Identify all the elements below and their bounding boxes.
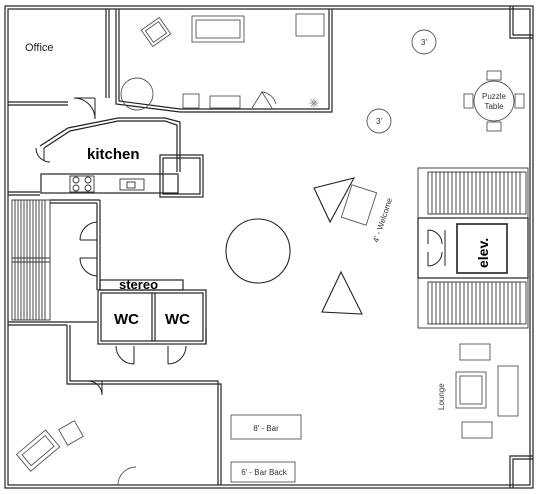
puzzle-table-label-1: Puzzle — [482, 92, 507, 101]
office-door — [73, 97, 96, 120]
welcome-table-label: 4' - Welcome — [371, 196, 394, 243]
lower-doors — [87, 345, 187, 396]
lounge-label: Lounge — [437, 383, 446, 410]
lower-room-walls — [66, 325, 222, 485]
elevator-doors — [427, 229, 446, 267]
large-round-table — [225, 218, 291, 284]
round-table-mid-label: 3' — [376, 117, 382, 126]
puzzle-table-label-2: Table — [484, 102, 504, 111]
upper-room-walls — [115, 9, 333, 113]
bar-back-table — [230, 461, 296, 483]
corridor-door — [79, 221, 98, 277]
welcome-table — [340, 184, 378, 226]
kitchen-door — [35, 147, 51, 163]
round-table-top-label: 3' — [421, 38, 427, 47]
wc-block-walls — [97, 279, 207, 345]
round-table-top — [411, 29, 437, 55]
wc-right-label: WC — [165, 311, 190, 328]
sun-icon — [309, 98, 319, 108]
office-walls — [8, 9, 110, 196]
elevator-shaft — [417, 217, 529, 279]
puzzle-table — [463, 70, 525, 132]
triangle-table-top — [313, 177, 356, 224]
stereo-label: stereo — [119, 277, 158, 292]
kitchen-label: kitchen — [87, 146, 140, 163]
upper-room-furniture — [120, 13, 325, 111]
left-staircase — [11, 199, 51, 321]
bar-table — [230, 414, 302, 440]
bar-table-label: 8' - Bar — [253, 424, 279, 433]
round-table-mid — [366, 108, 392, 134]
outer-walls — [4, 5, 534, 489]
right-staircase-top — [417, 167, 529, 219]
kitchen-walls — [39, 117, 204, 198]
wc-left-label: WC — [114, 311, 139, 328]
right-staircase-bottom — [417, 277, 529, 329]
kitchen-appliances — [69, 175, 145, 193]
corridor-walls — [8, 199, 101, 326]
bar-back-table-label: 6' - Bar Back — [241, 468, 288, 477]
lounge-furniture — [455, 343, 519, 439]
lower-room-furniture — [15, 420, 137, 486]
triangle-table-bottom — [321, 270, 363, 315]
office-label: Office — [25, 42, 54, 54]
elevator-label: elev. — [475, 238, 491, 268]
